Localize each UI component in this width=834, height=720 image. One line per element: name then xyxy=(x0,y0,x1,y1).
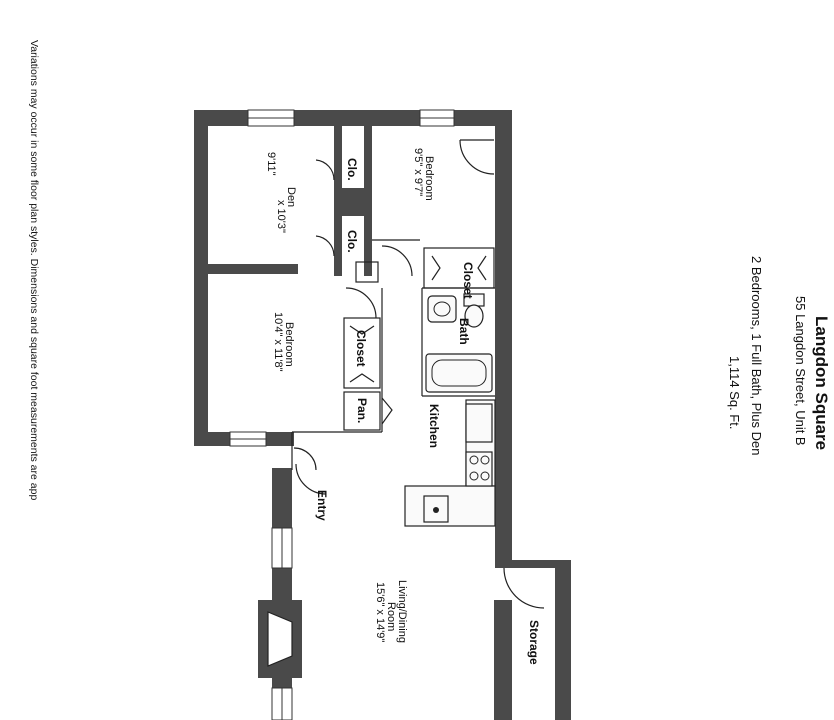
hall-closet xyxy=(355,261,379,283)
kitchen-label: Kitchen xyxy=(427,404,441,448)
bath-label: Bath xyxy=(457,318,471,345)
wall-closets-right xyxy=(364,126,372,276)
wall-storage-right xyxy=(555,565,571,720)
den-dims-a: 9'11" xyxy=(265,152,277,176)
pan-label: Pan. xyxy=(355,398,369,423)
door-swings xyxy=(293,139,545,609)
den-dims-b: x 10'3" xyxy=(275,200,287,233)
entry-label: Entry xyxy=(315,490,329,521)
wall-storage-left xyxy=(494,600,512,720)
bedroom2-dims: 10'4" x 11'8" xyxy=(272,312,284,372)
wall-den-bedroom xyxy=(206,264,298,274)
bathtub xyxy=(425,353,493,393)
closet1-label: Closet xyxy=(461,262,475,299)
wall-living-left xyxy=(272,468,292,720)
bath-fixtures xyxy=(425,293,493,393)
toilet-bowl xyxy=(464,304,484,328)
storage-label: Storage xyxy=(527,620,541,665)
plan-title: Langdon Square xyxy=(812,316,831,450)
wall-storage-top xyxy=(495,560,571,568)
living-dims: 15'6" x 14'9" xyxy=(374,582,386,642)
living-name-a: Living/Dining xyxy=(396,580,408,643)
room-labels: Den 9'11" x 10'3" Bedroom 9'5" x 9'7" Be… xyxy=(265,148,541,665)
bedroom1-name: Bedroom xyxy=(423,156,435,201)
kitchen-peninsula xyxy=(404,485,496,527)
pantry xyxy=(343,391,381,431)
bedroom1-dims: 9'5" x 9'7" xyxy=(412,148,424,196)
disclaimer-text: Variations may occur in some floor plan … xyxy=(28,40,40,500)
bedroom2-name: Bedroom xyxy=(283,322,295,367)
closet2-label: Closet xyxy=(354,330,368,367)
plan-area: 1,114 Sq. Ft. xyxy=(727,356,742,429)
plan-summary: 2 Bedrooms, 1 Full Bath, Plus Den xyxy=(749,256,764,455)
fridge xyxy=(465,403,493,443)
header-block: Langdon Square 55 Langdon Street, Unit B… xyxy=(727,256,831,455)
sink xyxy=(427,295,457,323)
wall-left-bedrooms xyxy=(194,110,208,446)
closet-divider xyxy=(340,188,366,216)
wall-right-upper xyxy=(495,110,512,560)
kitchen-fixtures xyxy=(423,403,493,523)
bedroom2-closet xyxy=(343,317,381,389)
fireplace xyxy=(258,600,302,678)
clo2-label: Clo. xyxy=(345,230,359,253)
den-name: Den xyxy=(285,187,297,207)
clo1-label: Clo. xyxy=(345,158,359,181)
living-name-b: Room xyxy=(385,602,397,631)
windows xyxy=(229,109,455,720)
wall-den-right xyxy=(334,126,342,276)
wall-top xyxy=(194,110,512,126)
interior-walls xyxy=(206,126,496,527)
plan-address: 55 Langdon Street, Unit B xyxy=(793,296,808,446)
bedroom1-closet xyxy=(423,247,495,289)
